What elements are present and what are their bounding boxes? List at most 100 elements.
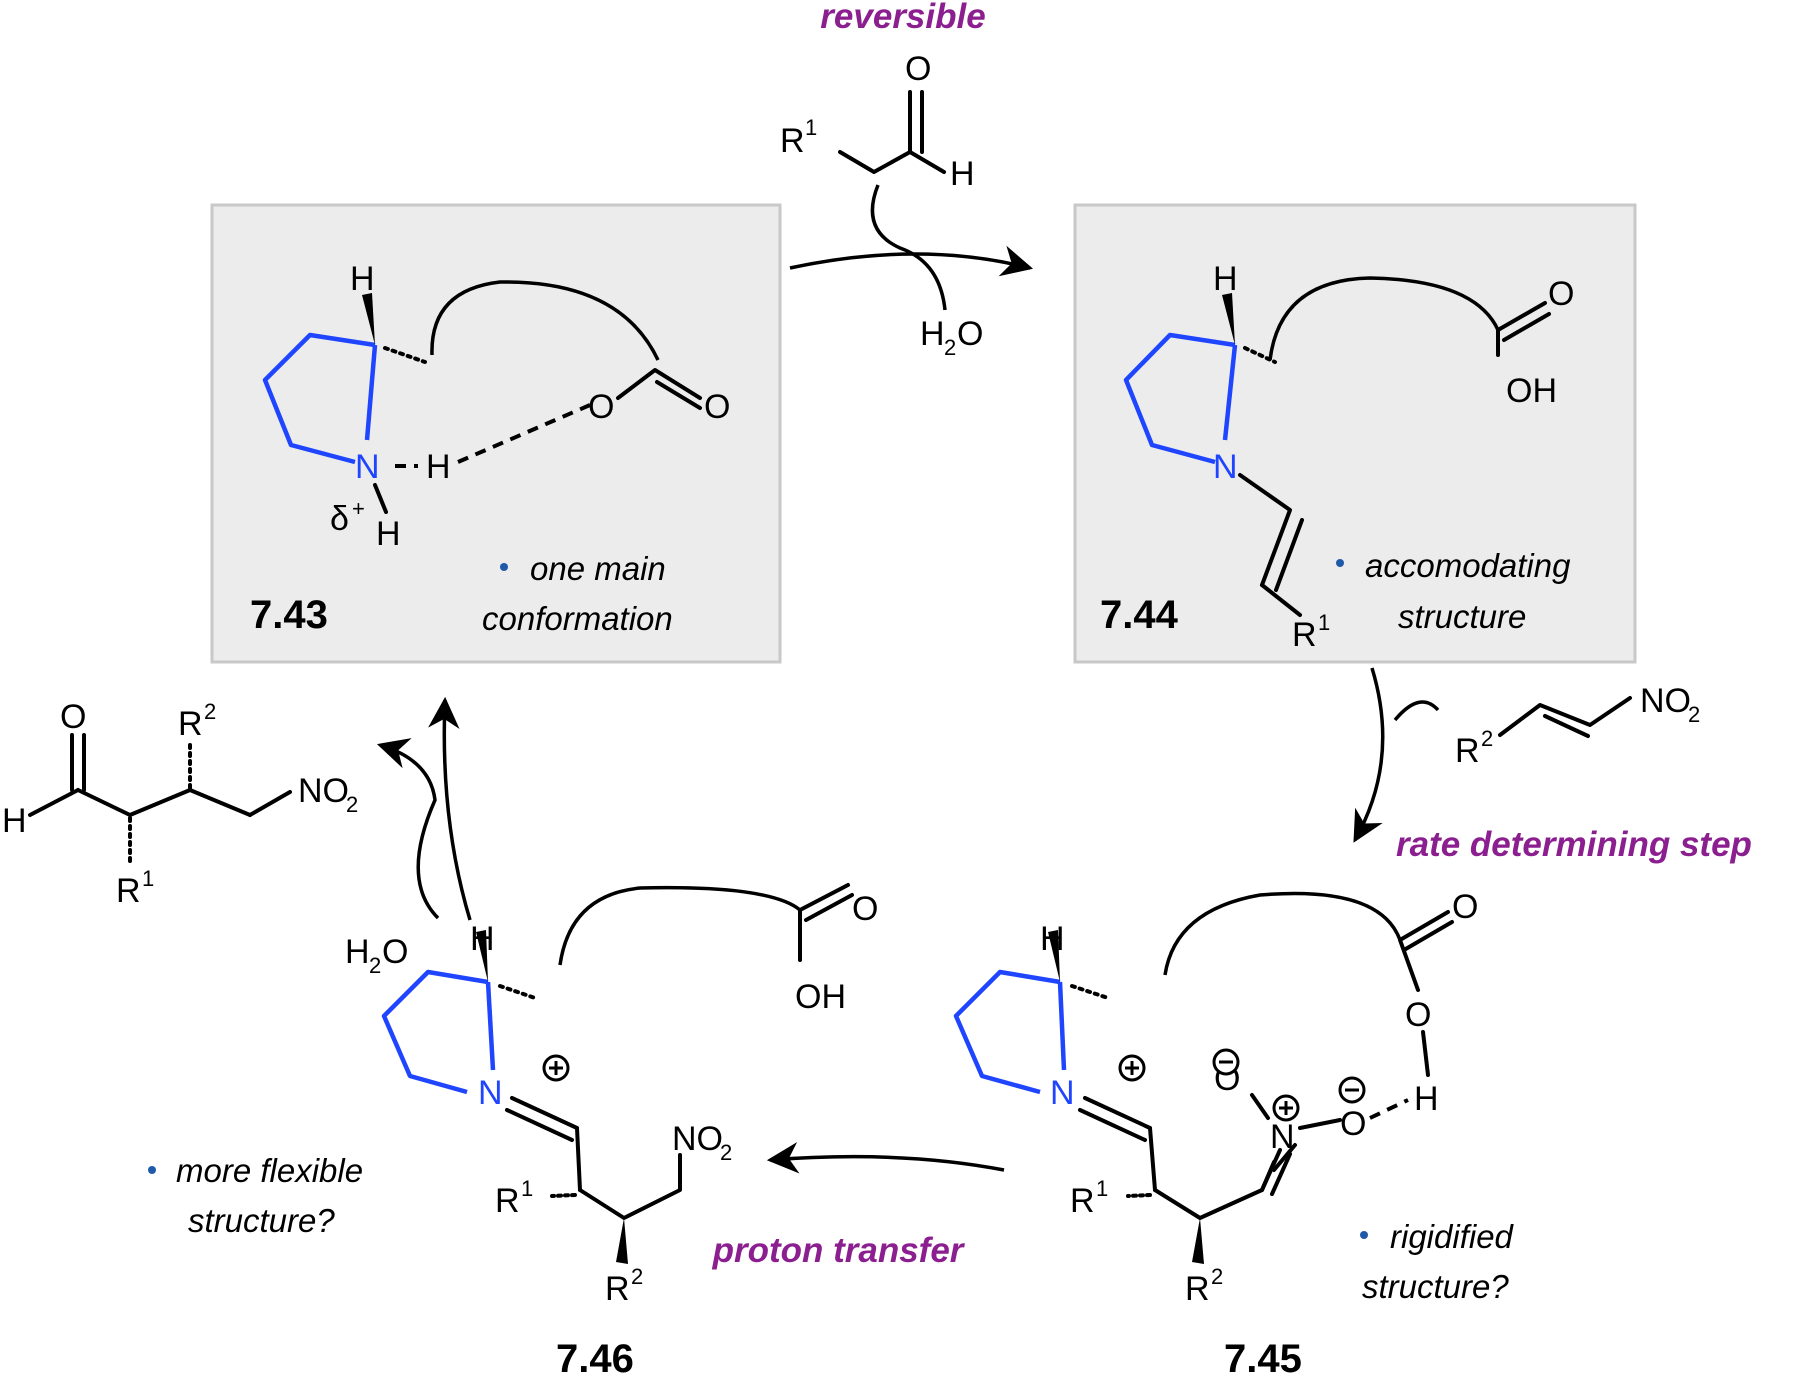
arrow-743-to-744 — [789, 245, 1034, 277]
aldehyde-r-sup: 1 — [805, 115, 817, 140]
step-reversible: reversible O H R 1 H 2 O — [780, 0, 1034, 360]
compound-744-box — [1073, 203, 1637, 664]
svg-text:R: R — [1070, 1182, 1095, 1220]
pyrrolidine-ring — [262, 332, 376, 465]
curved-interaction-arrow — [430, 280, 660, 361]
svg-text:H: H — [350, 260, 375, 298]
nitrogen-atom: N — [355, 448, 380, 486]
arrow-745-to-746 — [766, 1142, 1005, 1174]
svg-text:2: 2 — [1688, 702, 1700, 727]
svg-text:1: 1 — [1096, 1176, 1108, 1201]
svg-text:NO: NO — [1640, 682, 1691, 720]
svg-text:N: N — [1050, 1074, 1075, 1112]
svg-text:R: R — [178, 705, 203, 743]
bullet — [1360, 1231, 1368, 1239]
svg-text:2: 2 — [944, 335, 956, 360]
compound-743-number: 7.43 — [250, 593, 328, 637]
proton-transfer-label: proton transfer — [712, 1231, 966, 1270]
svg-text:OH: OH — [1506, 372, 1557, 410]
rate-determining-label: rate determining step — [1396, 825, 1752, 864]
curved-interaction-arrow — [558, 885, 802, 966]
compound-746-note-2: structure? — [188, 1202, 335, 1239]
svg-text:O: O — [382, 933, 408, 971]
svg-text:NO: NO — [298, 772, 349, 810]
svg-text:H: H — [376, 515, 401, 553]
step-rate-determining: R 2 NO 2 rate determining step — [1353, 667, 1752, 864]
compound-745-note-1: rigidified — [1390, 1218, 1515, 1255]
svg-text:O: O — [852, 890, 878, 928]
svg-text:R: R — [495, 1182, 520, 1220]
compound-746-note-1: more flexible — [176, 1152, 363, 1189]
svg-text:δ: δ — [330, 500, 349, 538]
compound-744-note-2: structure — [1398, 598, 1526, 635]
product-out-arrow — [376, 738, 440, 920]
svg-text:H: H — [470, 920, 495, 958]
svg-text:+: + — [352, 496, 365, 521]
aldehyde-h: H — [950, 155, 975, 193]
svg-text:N: N — [1213, 448, 1238, 486]
svg-text:R: R — [605, 1270, 630, 1308]
arrow-746-to-743 — [428, 696, 472, 921]
svg-text:2: 2 — [631, 1264, 643, 1289]
svg-text:O: O — [1452, 888, 1478, 926]
pyrrolidine-ring — [953, 969, 1061, 1095]
compound-744: N H O OH R 1 7.44 accomodating structure — [1073, 203, 1637, 664]
svg-text:R: R — [1185, 1270, 1210, 1308]
svg-text:R: R — [1292, 616, 1317, 654]
compound-743-note-1: one main — [530, 550, 666, 587]
nitroalkene-reagent: R 2 NO 2 — [1455, 682, 1700, 770]
reagent-in-arrow — [1393, 700, 1440, 722]
svg-text:O: O — [704, 388, 730, 426]
svg-text:H: H — [1213, 260, 1238, 298]
svg-text:R: R — [116, 872, 141, 910]
svg-text:1: 1 — [521, 1176, 533, 1201]
bullet — [1336, 559, 1344, 567]
svg-text:2: 2 — [1481, 726, 1493, 751]
svg-text:O: O — [60, 698, 86, 736]
compound-744-number: 7.44 — [1100, 593, 1179, 637]
product-molecule: O H R 1 R 2 NO 2 — [2, 698, 358, 910]
aldehyde-o: O — [905, 50, 931, 88]
bullet — [148, 1166, 156, 1174]
svg-text:1: 1 — [1318, 610, 1330, 635]
aldehyde-r: R — [780, 122, 805, 160]
aldehyde-reagent: O H R 1 — [780, 50, 975, 193]
svg-text:O: O — [1405, 996, 1431, 1034]
svg-text:H: H — [1414, 1080, 1439, 1118]
compound-743: N H H O O H δ + 7.43 one main conformati… — [210, 203, 782, 664]
svg-text:2: 2 — [1211, 1264, 1223, 1289]
svg-text:N: N — [1270, 1118, 1295, 1156]
svg-text:H: H — [2, 802, 27, 840]
compound-745-note-2: structure? — [1362, 1268, 1509, 1305]
svg-text:H: H — [345, 933, 370, 971]
curved-interaction-arrow — [1163, 891, 1402, 976]
compound-746: N H O OH R 2 R 1 NO 2 7.46 more flexible… — [148, 883, 878, 1381]
step-hydrolysis: H 2 O — [345, 696, 472, 978]
svg-text:2: 2 — [720, 1140, 732, 1165]
compound-745: N H O O H R 2 R 1 N O O 7.45 rigidified — [953, 888, 1515, 1381]
water-in: H 2 O — [345, 933, 408, 978]
svg-text:H: H — [1040, 920, 1065, 958]
pyrrolidine-ring — [381, 969, 489, 1095]
reversible-label: reversible — [820, 0, 985, 36]
svg-text:O: O — [957, 315, 983, 353]
svg-text:OH: OH — [795, 978, 846, 1016]
water-out: H 2 O — [920, 315, 983, 360]
svg-text:O: O — [588, 388, 614, 426]
svg-text:O: O — [1548, 275, 1574, 313]
svg-text:NO: NO — [672, 1120, 723, 1158]
arrow-744-to-745 — [1353, 667, 1385, 843]
compound-744-note-1: accomodating — [1365, 547, 1571, 584]
svg-text:2: 2 — [369, 953, 381, 978]
compound-743-note-2: conformation — [482, 600, 673, 637]
curved-interaction-arrow — [1268, 276, 1500, 361]
svg-text:2: 2 — [346, 792, 358, 817]
step-proton-transfer: proton transfer — [712, 1142, 1005, 1270]
svg-text:N: N — [478, 1074, 503, 1112]
compound-746-number: 7.46 — [556, 1337, 634, 1381]
compound-745-number: 7.45 — [1224, 1337, 1302, 1381]
svg-text:H: H — [426, 448, 451, 486]
pyrrolidine-ring — [1123, 332, 1236, 465]
svg-text:O: O — [1340, 1105, 1366, 1143]
